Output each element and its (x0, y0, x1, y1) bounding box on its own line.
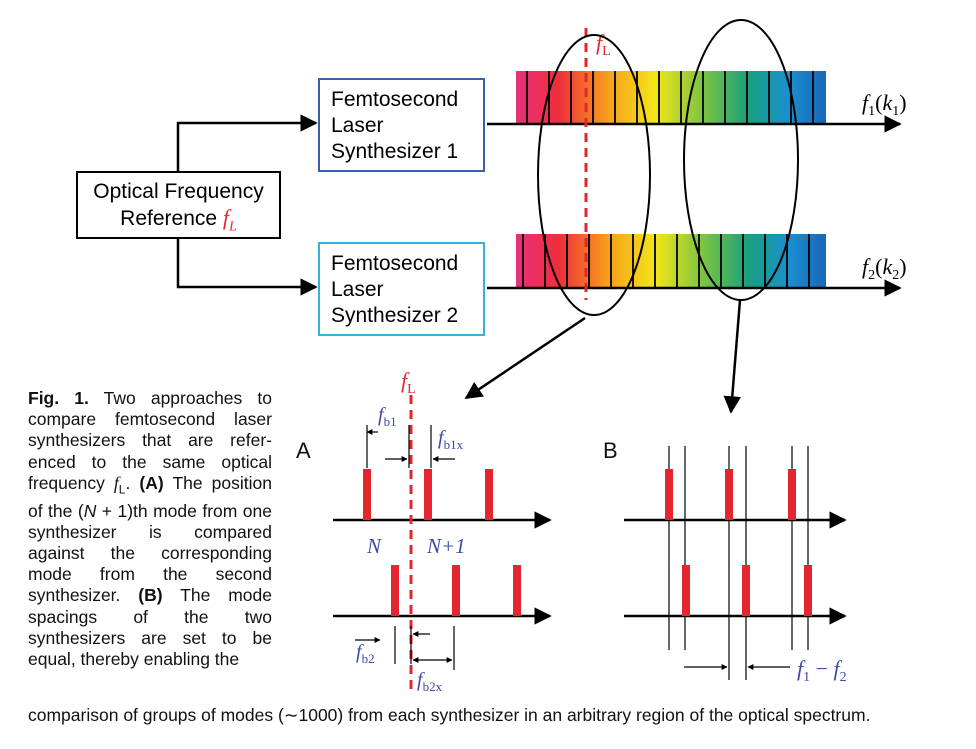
comb-lines-1 (526, 71, 814, 124)
panel-a-modes (363, 469, 521, 616)
panel-a-fb2-label: fb2 (356, 641, 375, 666)
panel-a-mode-n1: N+1 (426, 534, 466, 558)
reference-line1: Optical Frequency (93, 180, 264, 203)
fl-label-top: fL (596, 30, 611, 59)
synth1-line1: Femtosecond (331, 88, 459, 111)
caption-b-label: (B) (138, 585, 163, 606)
panel-b: f1 − f2 (624, 446, 847, 685)
panel-a-fb2x-label: fb2x (417, 669, 443, 694)
synth2-line3: Synthesizer 2 (331, 304, 459, 327)
panel-a-mode-n: N (366, 534, 382, 558)
caption-fl-symbol: f (113, 472, 119, 493)
feed-lines (176, 114, 318, 296)
figure-caption: Fig. 1. Two approaches to compare femtos… (28, 388, 272, 670)
caption-part2: . (125, 472, 140, 493)
reference-line2: Reference fL (120, 205, 237, 235)
caption-fl-sub: L (118, 482, 126, 497)
panel-a-letter: A (296, 438, 311, 463)
synth2-line1: Femtosecond (331, 252, 459, 275)
panel-b-letter: B (603, 438, 618, 463)
caption-part4: + 1)th mode from one synthesizer is comp… (28, 500, 272, 606)
caption-part1: Two approaches to compare femtosecond la… (28, 388, 273, 493)
axis1-label: f1(k1) (862, 90, 907, 119)
ellipse-right (683, 19, 799, 301)
axis2-label: f2(k2) (862, 254, 907, 283)
reference-box: Optical Frequency Reference fL (76, 171, 281, 239)
synth1-line3: Synthesizer 1 (331, 140, 459, 163)
caption-part5: The mode spacings of the two synthesizer… (28, 585, 272, 669)
panel-a-fb1-label: fb1 (378, 404, 397, 429)
caption-n-symbol: N (83, 500, 97, 521)
panel-b-grid-lines (668, 446, 809, 680)
pointer-arrow-a (464, 316, 586, 400)
caption-part3: The posi­tion of the ( (28, 472, 272, 521)
panel-b-diff-label: f1 − f2 (797, 656, 847, 685)
spectrum-bar-1 (516, 71, 826, 124)
caption-label: Fig. 1. (28, 388, 89, 408)
panel-b-modes (665, 469, 812, 616)
synth2-line2: Laser (331, 278, 384, 301)
caption-tail: comparison of groups of modes (∼1000) fr… (28, 705, 871, 725)
synthesizer-1-box: Femtosecond Laser Synthesizer 1 (318, 78, 485, 172)
synthesizer-2-box: Femtosecond Laser Synthesizer 2 (318, 242, 485, 336)
panel-a: fL fb1 fb1x fb2 fb2x N N+1 (333, 368, 552, 694)
synth1-line2: Laser (331, 114, 384, 137)
panel-a-fl-label: fL (401, 368, 416, 397)
ellipse-left (537, 34, 651, 316)
panel-a-fb1x-label: fb1x (438, 427, 464, 452)
pointer-arrow-b (723, 299, 742, 414)
caption-a-label: (A) (139, 472, 164, 493)
